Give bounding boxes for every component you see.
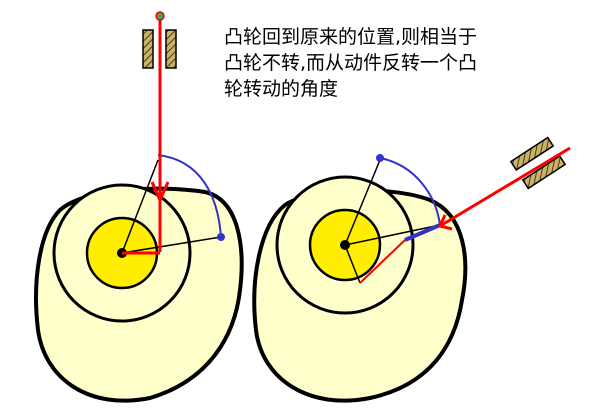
left-radius-line-right (121, 236, 222, 254)
right-rotation-arc (379, 157, 441, 226)
right-follower-rod (439, 146, 571, 228)
right-guide-block-top (509, 136, 555, 171)
right-follower-projection (359, 239, 406, 284)
right-follower-offset-line (344, 244, 361, 284)
right-cam-figure (252, 136, 571, 403)
right-radius-line-top (344, 159, 381, 246)
left-arc-end-dot (217, 233, 225, 241)
left-rotation-arc (157, 154, 222, 238)
right-follower-arrow (437, 214, 453, 231)
caption-line-3: 轮转动的角度 (224, 78, 339, 100)
left-radius-line-top (121, 159, 159, 254)
right-guide-block-bottom (521, 155, 567, 190)
left-follower-arrow (150, 181, 170, 204)
right-arc-start-dot (376, 154, 384, 162)
left-follower-top-dot (155, 11, 165, 21)
caption-line-2: 凸轮不转,而从动件反转一个凸 (224, 52, 478, 74)
left-guide-block-right (165, 29, 177, 69)
caption-line-1: 凸轮回到原来的位置,则相当于 (224, 26, 478, 48)
right-contact-segment (404, 223, 441, 242)
right-radius-line-right (344, 224, 441, 246)
left-guide-block-left (142, 29, 154, 69)
left-cam-figure (34, 11, 244, 403)
caption-text: 凸轮回到原来的位置,则相当于 凸轮不转,而从动件反转一个凸 轮转动的角度 (224, 24, 514, 102)
